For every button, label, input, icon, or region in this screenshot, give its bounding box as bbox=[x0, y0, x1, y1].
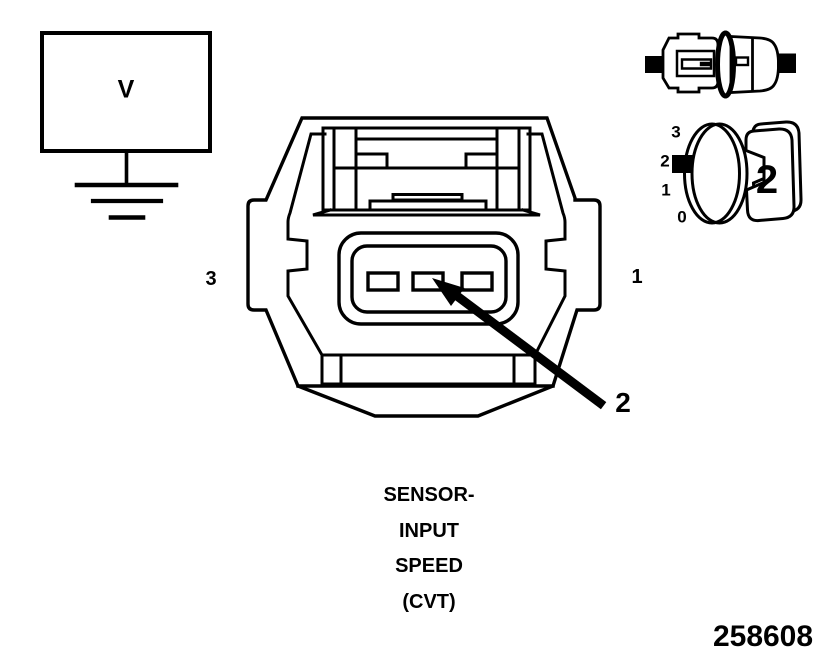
connector-pair-icon bbox=[645, 30, 796, 99]
connector-lower-strip bbox=[320, 353, 537, 386]
sensor-connector-seal-ring bbox=[715, 30, 736, 99]
caption-line-3: SPEED bbox=[395, 555, 463, 577]
caption-line-2: INPUT bbox=[399, 520, 459, 542]
harness-connector-key bbox=[680, 58, 713, 70]
terminal-position-icon bbox=[672, 120, 803, 225]
terminal-cavity-3 bbox=[366, 271, 400, 292]
callout-arrow bbox=[432, 278, 607, 410]
scale-label-3: 3 bbox=[671, 122, 681, 142]
connector-latch bbox=[321, 126, 532, 212]
connector-inner-outline bbox=[286, 132, 567, 357]
position-disc-back-rim bbox=[690, 122, 749, 225]
wire-stub-left bbox=[645, 56, 663, 73]
caption-line-4: (CVT) bbox=[402, 591, 456, 613]
voltmeter-label: V bbox=[117, 75, 135, 104]
position-marker bbox=[672, 155, 693, 173]
pin-label-right: 1 bbox=[631, 266, 643, 288]
connector-face-view bbox=[246, 116, 607, 418]
terminal-cavity-1 bbox=[460, 271, 494, 292]
voltmeter-symbol bbox=[40, 31, 212, 220]
pin-label-left: 3 bbox=[205, 268, 217, 290]
ground-symbol-icon bbox=[74, 182, 179, 220]
scale-label-1: 1 bbox=[661, 180, 671, 200]
caption-line-1: SENSOR- bbox=[383, 484, 475, 506]
wire-stub-right bbox=[777, 53, 796, 73]
position-disc-front-rim bbox=[683, 122, 741, 225]
scale-label-0: 0 bbox=[677, 207, 687, 227]
terminal-tower-outer bbox=[337, 231, 520, 326]
terminal-tower-inner bbox=[350, 244, 508, 314]
sensor-connector-slot bbox=[734, 56, 750, 67]
connector-outer-outline bbox=[246, 116, 602, 418]
harness-connector-cavity bbox=[675, 49, 716, 78]
arrow-callout-label: 2 bbox=[615, 387, 631, 418]
connector-face-top-edge bbox=[312, 208, 541, 217]
figure-number: 258608 bbox=[712, 620, 814, 653]
terminal-block-front bbox=[744, 127, 796, 223]
scale-label-2: 2 bbox=[660, 151, 670, 171]
highlighted-terminal-label: 2 bbox=[755, 158, 779, 202]
